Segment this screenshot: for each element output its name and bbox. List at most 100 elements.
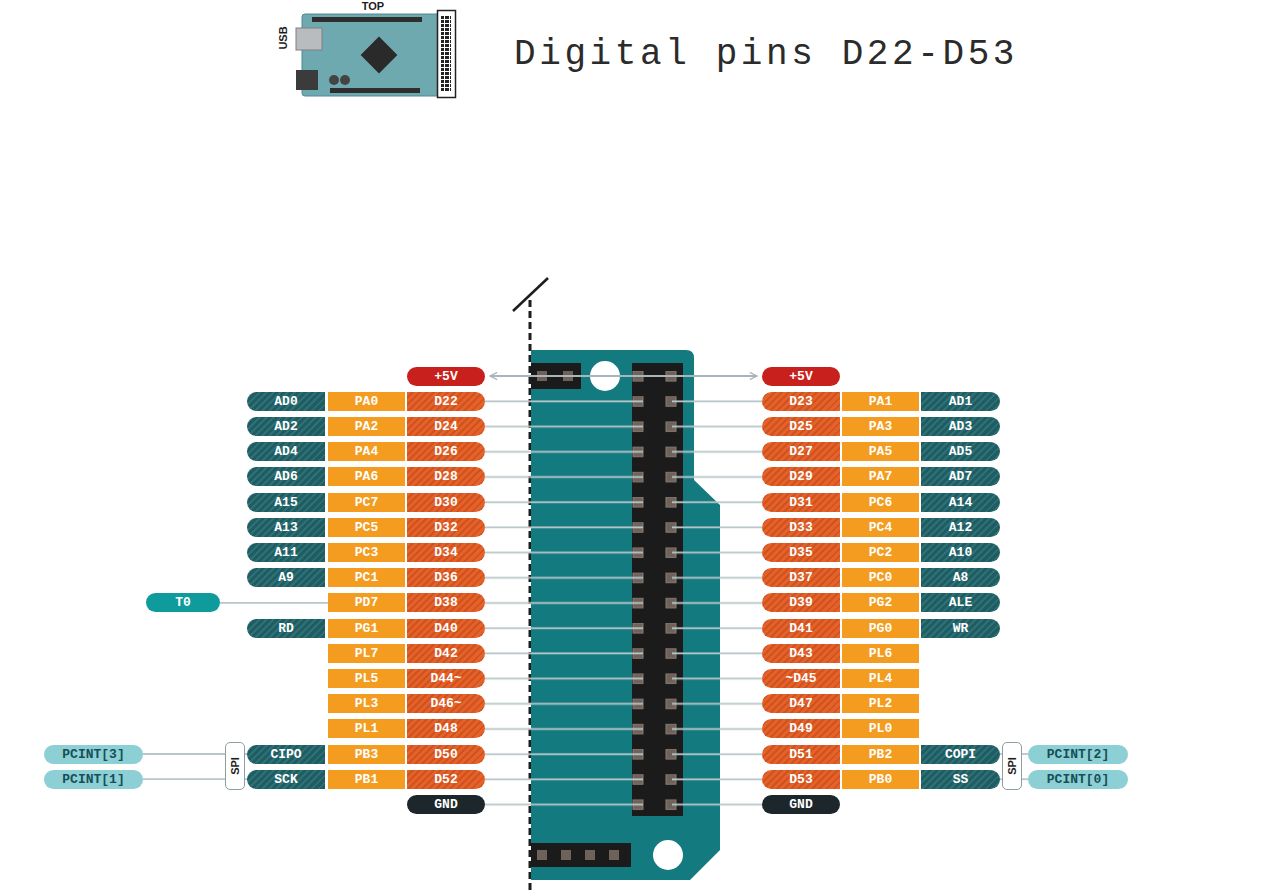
port-pin-label: PL2 [842,694,919,713]
pin-name: D25 [789,417,812,436]
pin-name: PC7 [355,493,378,512]
pin-name: PD7 [355,593,378,612]
port-pin-label: PB2 [842,745,919,764]
digital-pin-label: D25 [762,417,840,436]
digital-pin-label: D23 [762,392,840,411]
alt-function-label: A8 [921,568,1000,587]
alt-function-label: A13 [247,518,325,537]
pin-name: +5V [789,367,812,386]
alt-function-label: SS [921,770,1000,789]
pin-name: PL7 [355,644,378,663]
digital-pin-label: D52 [407,770,485,789]
port-pin-label: PG1 [328,619,405,638]
pin-name: D35 [789,543,812,562]
digital-pin-label: D24 [407,417,485,436]
port-pin-label: PC4 [842,518,919,537]
board-caption-text: USB [277,26,289,49]
board-thumbnail [296,11,456,98]
digital-pin-label: D35 [762,543,840,562]
digital-pin-label: D42 [407,644,485,663]
pin-name: PA7 [869,467,892,486]
alt-function-label: AD5 [921,442,1000,461]
digital-pin-label: D43 [762,644,840,663]
pin-name: RD [278,619,294,638]
pin-name: PL1 [355,719,378,738]
pin-name: A11 [274,543,297,562]
alt-function-label: A15 [247,493,325,512]
bus-bracket: SPI [1002,742,1022,790]
pin-name: D27 [789,442,812,461]
digital-pin-label: D28 [407,467,485,486]
pin-name: D48 [434,719,457,738]
alt-function-label: AD7 [921,467,1000,486]
pin-name: SS [953,770,969,789]
interrupt-label: PCINT[3] [44,745,143,764]
bus-name: SPI [229,757,241,775]
pin-name: AD3 [949,417,972,436]
pin-name: AD2 [274,417,297,436]
digital-pin-label: D38 [407,593,485,612]
port-pin-label: PC3 [328,543,405,562]
port-pin-label: PB3 [328,745,405,764]
pin-name: D46~ [430,694,461,713]
interrupt-label: PCINT[0] [1028,770,1128,789]
pin-name: PCINT[1] [62,770,124,789]
port-pin-label: PL4 [842,669,919,688]
leader-lines [672,389,762,817]
pin-name: A13 [274,518,297,537]
port-pin-label: PC7 [328,493,405,512]
connector-line [490,375,757,377]
pin-name: ALE [949,593,972,612]
pin-name: PB1 [355,770,378,789]
digital-pin-label: D44~ [407,669,485,688]
pin-name: PC1 [355,568,378,587]
ground-label: GND [762,795,840,814]
pin-name: PC6 [869,493,892,512]
digital-pin-label: D41 [762,619,840,638]
pin-name: PA0 [355,392,378,411]
pin-name: AD4 [274,442,297,461]
digital-pin-label: D33 [762,518,840,537]
board-caption: USB [271,32,294,44]
bus-bracket: SPI [225,742,245,790]
pin-name: D32 [434,518,457,537]
pin-name: AD6 [274,467,297,486]
interrupt-label: PCINT[2] [1028,745,1128,764]
pin-name: D41 [789,619,812,638]
digital-pin-label: ~D45 [762,669,840,688]
digital-pin-label: D22 [407,392,485,411]
pin-name: PC0 [869,568,892,587]
alt-function-label: A10 [921,543,1000,562]
pin-name: PG1 [355,619,378,638]
pin-name: PA4 [355,442,378,461]
port-pin-label: PA1 [842,392,919,411]
alt-function-label: AD3 [921,417,1000,436]
digital-pin-label: D50 [407,745,485,764]
alt-function-label: AD4 [247,442,325,461]
bottom-header [531,843,631,867]
port-pin-label: PA4 [328,442,405,461]
digital-pin-label: D49 [762,719,840,738]
digital-pin-label: D32 [407,518,485,537]
pin-name: D49 [789,719,812,738]
port-pin-label: PC6 [842,493,919,512]
pin-name: AD5 [949,442,972,461]
mounting-hole [653,840,683,870]
port-pin-label: PA6 [328,467,405,486]
pin-name: D29 [789,467,812,486]
pin-name: SCK [274,770,297,789]
cut-mark [513,278,548,311]
pin-name: PC4 [869,518,892,537]
pin-name: GND [434,795,457,814]
digital-pin-label: D39 [762,593,840,612]
board-caption: TOP [362,0,384,12]
pin-name: D47 [789,694,812,713]
pin-name: GND [789,795,812,814]
pin-name: D33 [789,518,812,537]
pin-name: PB0 [869,770,892,789]
port-pin-label: PA2 [328,417,405,436]
pin-name: CIPO [270,745,301,764]
port-pin-label: PG2 [842,593,919,612]
alt-function-label: WR [921,619,1000,638]
pin-name: D50 [434,745,457,764]
